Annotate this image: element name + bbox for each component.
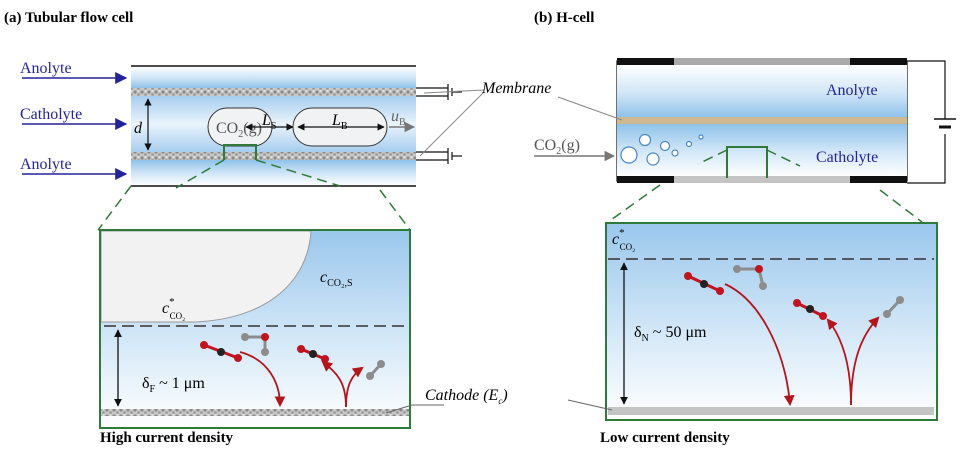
zoom-a-caption: High current density — [100, 430, 234, 446]
svg-text:Anolyte: Anolyte — [20, 60, 72, 77]
panel-b-title: (b) H-cell — [534, 10, 594, 26]
zoom-a-product-molecule-2 — [366, 360, 385, 380]
cathode-label: Cathode (Ec) — [425, 387, 508, 406]
zoom-b-thickness: δN~ 50 μm — [634, 324, 707, 344]
diameter-label: d — [134, 120, 143, 137]
inlet-catholyte: Catholyte — [20, 106, 128, 130]
h-cell-bubbles — [620, 133, 704, 166]
zoom-a-gas-region — [100, 230, 312, 323]
zoom-b-co2-molecule-2 — [793, 299, 827, 320]
zoom-panel-b: c*CO₂ δN~ 50 μm — [605, 222, 938, 421]
h-cell-gas-label: CO2(g) — [534, 137, 580, 157]
zoom-b-interface-conc: c*CO₂ — [612, 227, 635, 252]
slug-length-label: LS — [261, 112, 276, 132]
zoom-a-cathode — [101, 409, 409, 416]
zoom-a-bulk-conc: cCO₂,S — [320, 269, 353, 289]
zoom-b-co2-molecule-1 — [684, 272, 724, 295]
zoom-a-frame — [99, 229, 411, 429]
panel-a-title: (a) Tubular flow cell — [4, 10, 133, 26]
h-cell-circuit — [907, 60, 956, 184]
h-cell-membrane — [617, 117, 907, 124]
h-cell-anode — [674, 58, 850, 65]
zoom-a-diffusion-arrow — [239, 351, 286, 408]
bottom-anolyte-band — [131, 160, 416, 186]
h-cell: Anolyte Catholyte — [616, 58, 956, 184]
zoom-b-diffusion-arrow — [724, 283, 795, 407]
zoom-b-caption: Low current density — [600, 430, 730, 446]
zoom-a-interface-conc: c*CO₂ — [162, 296, 185, 321]
tubular-cell: Membrane d CO2(g) LS LB uB — [131, 65, 551, 187]
terminal-bottom — [416, 148, 462, 164]
h-cell-anolyte — [617, 65, 907, 117]
zoom-a-thickness: δF~ 1 μm — [142, 375, 205, 395]
zoom-a-product-molecule-1 — [241, 333, 269, 356]
bubble-length-label: LB — [331, 112, 348, 132]
membrane-label: Membrane — [481, 80, 551, 97]
h-cell-catholyte-label: Catholyte — [816, 149, 878, 166]
inlet-anolyte-bottom: Anolyte — [20, 156, 128, 180]
zoom-marker-b — [726, 146, 768, 178]
top-anolyte-band — [131, 66, 416, 88]
velocity-label: uB — [391, 108, 406, 128]
zoom-b-return-arrow-right — [850, 316, 880, 406]
bottom-membrane — [131, 152, 416, 160]
zoom-marker-a — [223, 144, 257, 160]
zoom-b-cathode — [608, 407, 934, 415]
zoom-a-co2-molecule-1 — [200, 341, 242, 362]
zoom-a-return-arrow-right — [345, 366, 364, 408]
zoom-b-frame — [605, 222, 938, 421]
inlet-anolyte-top: Anolyte — [20, 60, 128, 84]
h-cell-cathode — [674, 176, 850, 183]
zoom-b-product-molecule-2 — [883, 296, 904, 318]
zoom-panel-a: cCO₂,S c*CO₂ δF~ 1 μm — [99, 229, 444, 429]
svg-text:Catholyte: Catholyte — [20, 106, 82, 123]
top-membrane — [131, 88, 416, 96]
zoom-b-electrolyte — [606, 223, 937, 420]
svg-text:Anolyte: Anolyte — [20, 156, 72, 173]
zoom-b-product-molecule-1 — [733, 265, 767, 290]
h-cell-anolyte-label: Anolyte — [826, 82, 878, 99]
